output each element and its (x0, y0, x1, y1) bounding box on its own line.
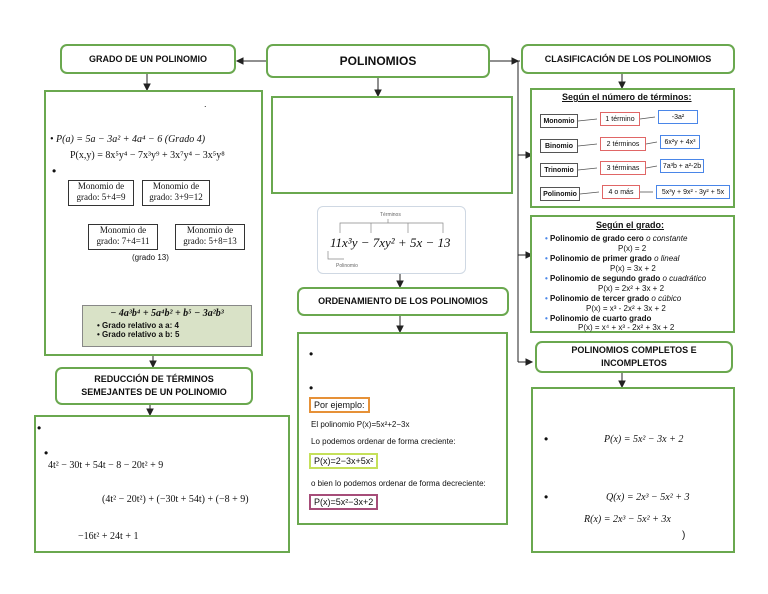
grado-example-1: • P(a) = 5a − 3a² + 4a⁴ − 6 (Grado 4) (50, 134, 205, 145)
polinomio-label: Polinomio (336, 263, 358, 269)
ord-line3: o bien lo podemos ordenar de forma decre… (311, 479, 486, 488)
main-title: POLINOMIOS (266, 44, 490, 78)
reduccion-expr2: (4t² − 20t²) + (−30t + 54t) + (−8 + 9) (102, 494, 249, 505)
row-name-binomio: Binomio (540, 139, 578, 153)
row-count-trinomio: 3 términas (600, 161, 646, 175)
grado-item-1: • Polinomio de primer grado o lineal (545, 254, 680, 263)
relativo-b: • Grado relativo a b: 5 (97, 330, 180, 339)
completos-content-box (531, 387, 735, 553)
grado-label-4: Polinomio de cuarto grado (550, 314, 652, 323)
grado-extra-0: o constante (646, 234, 688, 243)
terminos-brackets (327, 219, 444, 260)
grado-item-3: • Polinomio de tercer grado o cúbico (545, 294, 682, 303)
bullet: • (309, 381, 314, 395)
bullet: • (50, 134, 57, 145)
grado-label-2: Polinomio de segundo grado (550, 274, 661, 283)
row-name-monomio: Monomio (540, 114, 578, 128)
ord-line2: Lo podemos ordenar de forma creciente: (311, 437, 456, 446)
monomio-label-1: Monomio de grado: 5+4=9 (68, 180, 134, 206)
row-name-trinomio: Trinomio (540, 163, 578, 177)
grado-expr1: P(a) = 5a − 3a² + 4a⁴ − 6 (Grado 4) (56, 134, 206, 145)
grado-extra-1: o lineal (654, 254, 680, 263)
monomio-label-3: Monomio de grado: 7+4=11 (88, 224, 158, 250)
grado-list-title: Según el grado: (596, 220, 665, 230)
grado-item-0: • Polinomio de grado cero o constante (545, 234, 688, 243)
grado-extra-2: o cuadrático (662, 274, 707, 283)
bullet: • (44, 446, 49, 460)
relativo-b-text: Grado relativo a b: 5 (102, 330, 180, 339)
terminos-title: Según el número de términos: (562, 92, 692, 102)
grado-dot: . (204, 99, 207, 109)
clasificacion-title: CLASIFICACIÓN DE LOS POLINOMIOS (521, 44, 735, 74)
row-example-polinomio: 5x³y + 9x² - 3y² + 5x (656, 185, 730, 199)
decreciente-box: P(x)=5x²−3x+2 (309, 494, 379, 510)
monomio-label-4: Monomio de grado: 5+8=13 (175, 224, 245, 250)
bullet: • (52, 164, 57, 178)
ejemplo-box: Por ejemplo: (309, 397, 370, 413)
completos-r: R(x) = 2x³ − 5x² + 3x (584, 514, 671, 525)
grado-eq-1: P(x) = 3x + 2 (610, 264, 656, 273)
reduccion-title: REDUCCIÓN DE TÉRMINOS SEMEJANTES DE UN P… (55, 367, 253, 405)
row-count-binomio: 2 términos (600, 137, 646, 151)
grado-title: GRADO DE UN POLINOMIO (60, 44, 236, 74)
row-name-polinomio: Polinomio (540, 187, 580, 201)
completos-q: Q(x) = 2x³ − 5x² + 3 (606, 492, 690, 503)
grado-item-4: • Polinomio de cuarto grado (545, 314, 652, 323)
relativo-a-text: Grado relativo a a: 4 (102, 321, 179, 330)
monomio-label-2: Monomio de grado: 3+9=12 (142, 180, 210, 206)
reduccion-content-box (34, 415, 290, 553)
terminos-image: Términos 11x³y − 7xy² + 5x − 13 Polinomi… (317, 206, 466, 274)
completos-paren: ) (682, 530, 686, 541)
terminos-expr: 11x³y − 7xy² + 5x − 13 (330, 235, 451, 250)
row-count-monomio: 1 término (600, 112, 640, 126)
grado-item-2: • Polinomio de segundo grado o cuadrátic… (545, 274, 707, 283)
ord-line1: El polinomio P(x)=5x²+2−3x (311, 420, 410, 429)
grado-eq-0: P(x) = 2 (618, 244, 647, 253)
bullet: • (544, 432, 549, 446)
bullet: • (544, 490, 549, 504)
creciente-box: P(x)=2−3x+5x² (309, 453, 379, 469)
grado-expr2: P(x,y) = 8x⁵y⁴ − 7x³y⁹ + 3x⁷y⁴ − 3x⁵y⁸ (70, 150, 225, 161)
relativo-expr: − 4a³b⁴ + 5a⁴b² + b⁵ − 3a²b³ (110, 308, 224, 319)
bullet: • (309, 347, 314, 361)
grado-extra-3: o cúbico (651, 294, 682, 303)
bullet: • (37, 421, 42, 435)
grado-label-0: Polinomio de grado cero (550, 234, 644, 243)
row-example-monomio: -3a² (658, 110, 698, 124)
row-example-trinomio: 7a³b + a²-2b (660, 159, 704, 173)
grado-list-box (530, 215, 735, 333)
reduccion-expr3: −16t² + 24t + 1 (78, 531, 139, 542)
reduccion-expr1: 4t² − 30t + 54t − 8 − 20t² + 9 (48, 460, 164, 471)
grado-eq-2: P(x) = 2x² + 3x + 2 (598, 284, 665, 293)
grado-relativo-box: − 4a³b⁴ + 5a⁴b² + b⁵ − 3a²b³ • Grado rel… (82, 305, 252, 347)
row-example-binomio: 6x²y + 4x³ (660, 135, 700, 149)
completos-title: POLINOMIOS COMPLETOS E INCOMPLETOS (535, 341, 733, 373)
grado-eq-4: P(x) = x⁴ + x³ - 2x² + 3x + 2 (578, 323, 675, 332)
terminos-label: Términos (380, 212, 401, 218)
ordenamiento-content-box (297, 332, 508, 525)
row-count-polinomio: 4 o más (602, 185, 640, 199)
grado-label-3: Polinomio de tercer grado (550, 294, 650, 303)
grado-label-1: Polinomio de primer grado (550, 254, 652, 263)
grado-eq-3: P(x) = x³ - 2x² + 3x + 2 (586, 304, 666, 313)
ordenamiento-title: ORDENAMIENTO DE LOS POLINOMIOS (297, 287, 509, 316)
relativo-a: • Grado relativo a a: 4 (97, 321, 179, 330)
center-empty-box (271, 96, 513, 194)
completos-p: P(x) = 5x² − 3x + 2 (604, 434, 684, 445)
grado-13: (grado 13) (132, 253, 169, 262)
